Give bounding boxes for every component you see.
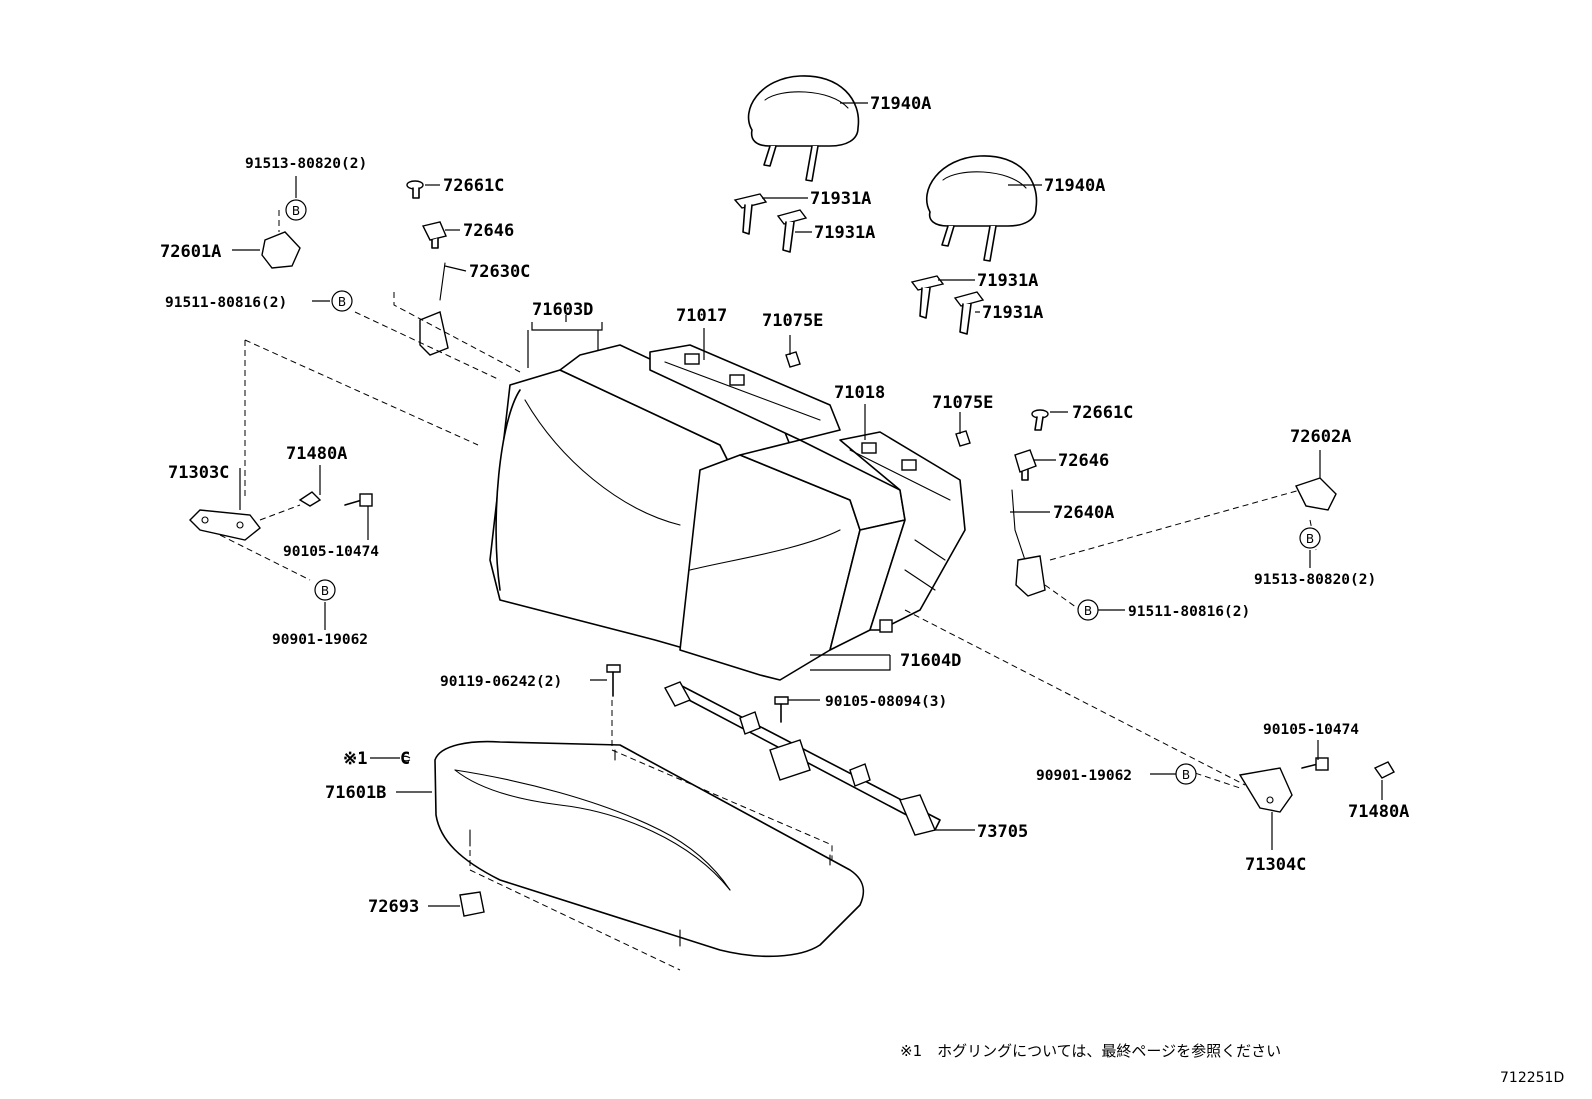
label-hog-ring-mark: C [400, 749, 410, 769]
headrest-right [925, 155, 1038, 262]
label-72602A: 72602A [1290, 427, 1351, 447]
svg-text:B: B [338, 295, 346, 309]
label-72646-right: 72646 [1058, 451, 1109, 471]
label-90105-10474-right: 90105-10474 [1263, 722, 1359, 738]
label-72630C: 72630C [469, 262, 530, 282]
marker-b-1: B [285, 199, 307, 221]
label-71931A-3: 71931A [977, 271, 1038, 291]
bolt-90119 [606, 664, 621, 697]
striker-72602A [1295, 477, 1337, 511]
svg-text:B: B [321, 584, 329, 598]
label-72640A: 72640A [1053, 503, 1114, 523]
label-71940A-2: 71940A [1044, 176, 1105, 196]
label-71018: 71018 [834, 383, 885, 403]
label-91511-80816-left: 91511-80816(2) [165, 295, 287, 311]
striker-72601A [261, 231, 301, 269]
seat-back-large [489, 344, 791, 651]
lock-72640A [1011, 489, 1046, 597]
svg-text:B: B [1306, 532, 1314, 546]
seat-cushion [434, 740, 865, 958]
bolt-90105-right [1301, 757, 1329, 771]
label-71601B: 71601B [325, 783, 386, 803]
label-72661C-right: 72661C [1072, 403, 1133, 423]
label-73705: 73705 [977, 822, 1028, 842]
headrest-left [747, 75, 860, 182]
clip-72646-left [421, 221, 447, 249]
bolt-90105-08094 [774, 696, 789, 723]
label-71931A-1: 71931A [810, 189, 871, 209]
grommet-72693 [459, 891, 485, 917]
label-72661C-left: 72661C [443, 176, 504, 196]
pin-71480A-left [298, 491, 322, 507]
label-note-ref: ※1 [343, 749, 367, 769]
marker-b-5: B [1077, 599, 1099, 621]
seat-frame-71018 [839, 431, 966, 633]
label-71303C: 71303C [168, 463, 229, 483]
label-72601A: 72601A [160, 242, 221, 262]
svg-text:B: B [1182, 768, 1190, 782]
label-90901-19062-left: 90901-19062 [272, 632, 368, 648]
bolt-90105-left [344, 493, 373, 507]
label-90901-19062-right: 90901-19062 [1036, 768, 1132, 784]
bolt-72661C-right [1031, 409, 1049, 431]
headrest-guides [733, 193, 985, 335]
label-91513-80820-left: 91513-80820(2) [245, 156, 367, 172]
label-71075E-2: 71075E [932, 393, 993, 413]
bolt-72661C-left [406, 180, 424, 199]
label-90105-08094: 90105-08094(3) [825, 694, 947, 710]
label-91511-80816-right: 91511-80816(2) [1128, 604, 1250, 620]
label-90119-06242: 90119-06242(2) [440, 674, 562, 690]
hinge-71303C [189, 509, 261, 541]
label-71940A-1: 71940A [870, 94, 931, 114]
svg-text:B: B [292, 204, 300, 218]
seat-frame-71017 [649, 344, 841, 441]
marker-b-3: B [314, 579, 336, 601]
label-71931A-2: 71931A [814, 223, 875, 243]
label-71017: 71017 [676, 306, 727, 326]
label-71304C: 71304C [1245, 855, 1306, 875]
label-71480A-left: 71480A [286, 444, 347, 464]
label-72646-left: 72646 [463, 221, 514, 241]
lock-72630C [419, 262, 449, 356]
clip-72646-right [1014, 449, 1037, 481]
label-71931A-4: 71931A [982, 303, 1043, 323]
bolt-71075E-1 [785, 351, 801, 368]
hinge-71304C [1238, 767, 1293, 813]
pin-71480A-right [1373, 761, 1395, 779]
label-71603D: 71603D [532, 300, 593, 320]
marker-b-4: B [1299, 527, 1321, 549]
marker-b-6: B [1175, 763, 1197, 785]
seat-back-small [679, 439, 906, 681]
label-72693: 72693 [368, 897, 419, 917]
label-90105-10474-left: 90105-10474 [283, 544, 379, 560]
label-91513-80820-right: 91513-80820(2) [1254, 572, 1376, 588]
seat-belt-anchor-73705 [664, 681, 941, 836]
bolt-71075E-2 [955, 430, 971, 447]
marker-b-2: B [331, 290, 353, 312]
svg-text:B: B [1084, 604, 1092, 618]
label-71480A-right: 71480A [1348, 802, 1409, 822]
label-71075E-1: 71075E [762, 311, 823, 331]
figure-code: 712251D [1500, 1070, 1565, 1086]
label-71604D: 71604D [900, 651, 961, 671]
footnote: ※1 ホグリングについては、最終ページを参照ください [900, 1042, 1282, 1060]
